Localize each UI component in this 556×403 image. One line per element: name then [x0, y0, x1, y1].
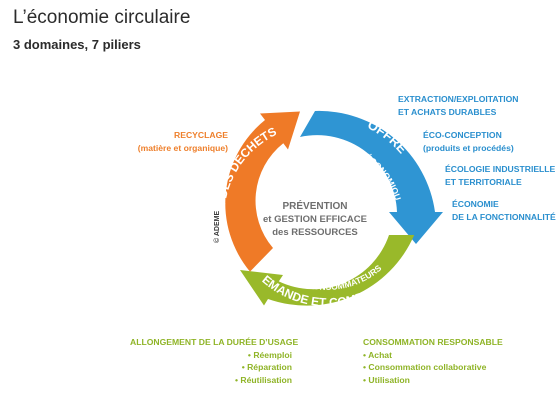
- demande-arc-title: DEMANDE ET COMPORTEMENT: [0, 0, 414, 310]
- label-eco-conception-line-2: (produits et procédés): [423, 142, 514, 153]
- label-allongement-title: ALLONGEMENT DE LA DURÉE D’USAGE: [130, 337, 299, 347]
- copyright-text: © ADEME: [213, 211, 221, 243]
- label-eco-conception-line-1: ÉCO-CONCEPTION: [423, 130, 502, 140]
- center-line-3: des RESSOURCES: [272, 227, 358, 238]
- center-line-1: PRÉVENTION: [282, 199, 347, 212]
- label-ecologie: ÉCOLOGIE INDUSTRIELLE ET TERRITORIALE: [445, 163, 555, 188]
- label-recyclage-line-2: (matière et organique): [137, 142, 228, 153]
- label-consommation-title: CONSOMMATION RESPONSABLE: [363, 337, 503, 347]
- center-line-2: et GESTION EFFICACE: [263, 214, 367, 225]
- page-title: L’économie circulaire: [13, 7, 191, 28]
- gestion-arc-segment: [225, 111, 300, 272]
- label-economie-line-2: DE LA FONCTIONNALITÉ: [452, 211, 556, 222]
- label-extraction-line-1: EXTRACTION/EXPLOITATION: [398, 94, 519, 104]
- label-extraction-line-2: ET ACHATS DURABLES: [398, 106, 497, 117]
- label-economie: ÉCONOMIE DE LA FONCTIONNALITÉ: [452, 198, 556, 223]
- label-recyclage: RECYCLAGE (matière et organique): [128, 129, 228, 154]
- label-ecologie-line-1: ÉCOLOGIE INDUSTRIELLE: [445, 164, 556, 174]
- label-allongement-item: • Réparation: [241, 362, 292, 372]
- demande-arc-segment: [240, 235, 415, 306]
- label-eco-conception: ÉCO-CONCEPTION (produits et procédés): [423, 129, 514, 154]
- label-recyclage-line-1: RECYCLAGE: [174, 130, 228, 140]
- label-allongement-item: • Réutilisation: [235, 374, 292, 385]
- label-consommation-item: • Achat: [363, 349, 392, 360]
- label-consommation-item: • Utilisation: [363, 374, 410, 385]
- label-consommation-item: • Consommation collaborative: [363, 362, 487, 372]
- page-subtitle: 3 domaines, 7 piliers: [13, 37, 141, 52]
- label-allongement-item: • Réemploi: [247, 349, 292, 360]
- label-consommation: CONSOMMATION RESPONSABLE • Achat • Conso…: [363, 336, 503, 386]
- label-allongement: ALLONGEMENT DE LA DURÉE D’USAGE • Réempl…: [130, 336, 299, 386]
- offre-arc-subtitle: des ACTEURS ÉCONOMIQUES: [0, 0, 403, 202]
- offre-arc-segment: [300, 110, 443, 244]
- label-ecologie-line-2: ET TERRITORIALE: [445, 176, 522, 187]
- label-economie-line-1: ÉCONOMIE: [452, 199, 499, 209]
- label-extraction: EXTRACTION/EXPLOITATION ET ACHATS DURABL…: [398, 93, 518, 118]
